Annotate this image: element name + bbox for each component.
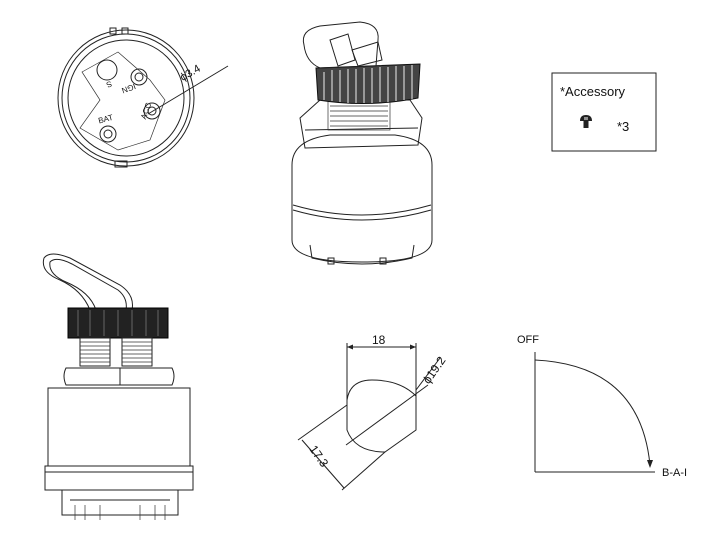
- terminal-ign: [130, 68, 148, 86]
- open-terminal-hole: [96, 59, 118, 81]
- terminal-label-acc: ACC: [139, 101, 153, 120]
- terminal-acc: [143, 102, 161, 120]
- terminal-label-ign: IGN: [120, 82, 137, 95]
- accessory-quantity: *3: [617, 119, 629, 134]
- cutout-view: 18 ϕ19.2 17.3: [297, 333, 449, 491]
- cutout-diameter-label: ϕ19.2: [420, 354, 449, 387]
- cutout-flat-label: 17.3: [306, 443, 331, 470]
- threads: [327, 99, 391, 131]
- terminal-label-bat: BAT: [97, 113, 114, 126]
- terminal-bat: [99, 125, 117, 143]
- rotation-end-label: B-A-I: [662, 467, 687, 479]
- terminal-view: ϕ3.4 S IGN ACC BAT: [57, 27, 229, 168]
- screw-icon: [580, 115, 592, 128]
- accessory-box: *Accessory *3: [551, 72, 657, 152]
- accessory-title: *Accessory: [560, 84, 626, 99]
- isometric-view: [291, 21, 433, 265]
- rotation-start-label: OFF: [517, 334, 539, 346]
- cutout-width-label: 18: [372, 333, 386, 347]
- terminal-label-s: S: [105, 79, 113, 89]
- rotation-diagram: OFF B-A-I: [517, 334, 687, 479]
- side-view: [42, 253, 194, 520]
